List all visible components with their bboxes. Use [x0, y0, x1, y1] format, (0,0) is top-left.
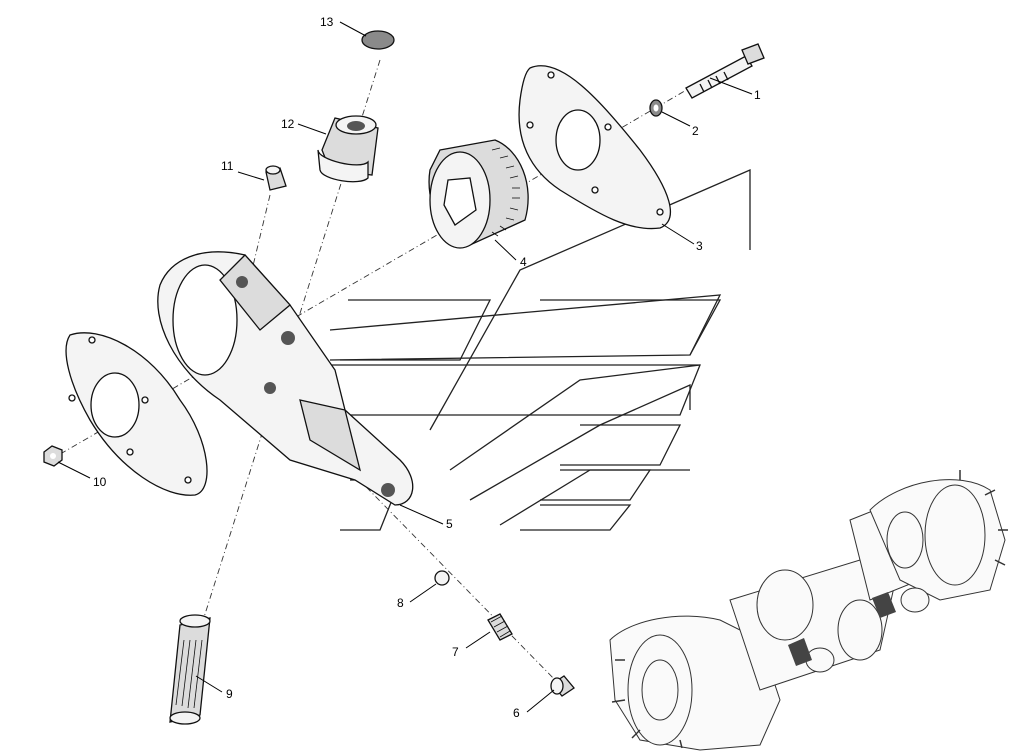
callout-label-11: 11 — [221, 159, 234, 173]
nut-part-10 — [43, 445, 63, 467]
washer-part-2 — [649, 99, 663, 117]
callout-label-12: 12 — [281, 117, 295, 131]
callout-label-1: 1 — [754, 88, 761, 102]
callout-label-8: 8 — [397, 596, 404, 610]
spring-part-7 — [487, 613, 513, 641]
plug-part-6 — [550, 675, 575, 697]
callout-label-2: 2 — [692, 124, 699, 138]
callout-label-9: 9 — [226, 687, 233, 701]
slack-adjuster-part-5 — [157, 251, 414, 506]
callout-leaders — [57, 21, 753, 713]
cover-plate-part-3 — [518, 65, 672, 230]
callout-label-6: 6 — [513, 706, 520, 720]
ball-part-8 — [434, 570, 450, 586]
axis-adjuster-line — [329, 449, 561, 686]
callout-label-13: 13 — [320, 15, 334, 29]
axis-bolt-line — [49, 84, 696, 461]
callout-label-4: 4 — [520, 255, 527, 269]
callout-label-3: 3 — [696, 239, 703, 253]
bolt-part-1 — [685, 43, 765, 99]
cap-part-13 — [361, 30, 395, 50]
gear-part-4 — [428, 139, 529, 249]
callout-label-7: 7 — [452, 645, 459, 659]
shaft-part-9 — [169, 614, 211, 725]
inner-plate — [65, 332, 208, 496]
bushing-part-12 — [317, 115, 379, 183]
axle-assembly-inset — [609, 470, 1008, 751]
callout-label-5: 5 — [446, 517, 453, 531]
grease-fitting-part-11 — [265, 165, 287, 191]
callout-label-10: 10 — [93, 475, 107, 489]
axis-pin-line — [199, 59, 381, 631]
